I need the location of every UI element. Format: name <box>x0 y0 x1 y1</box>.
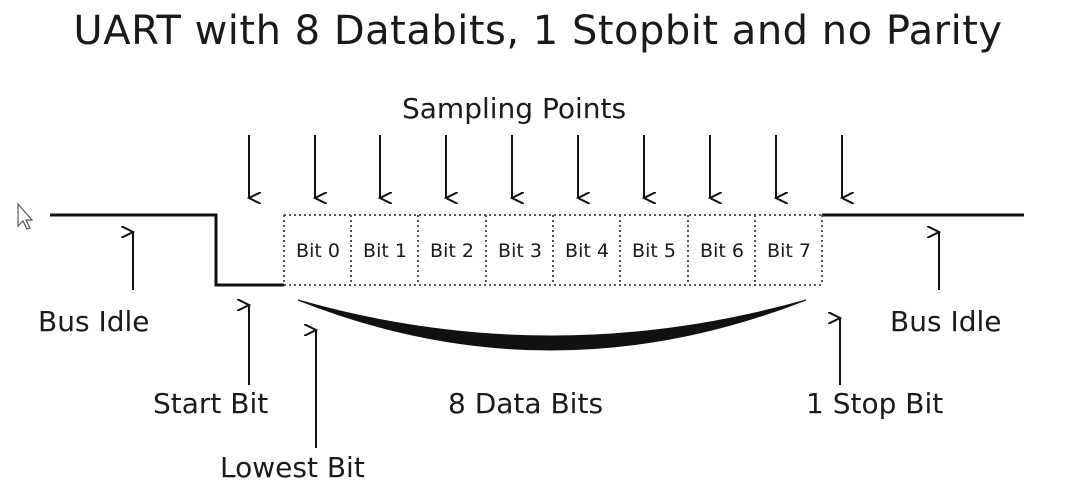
bit-label: Bit 4 <box>565 240 609 262</box>
bit-label: Bit 0 <box>296 240 340 262</box>
start-bit-label: Start Bit <box>153 387 269 420</box>
bus-idle-left-label: Bus Idle <box>38 305 150 338</box>
data-bits-brace <box>297 299 807 351</box>
mouse-pointer-icon <box>17 202 34 230</box>
bit-label: Bit 1 <box>363 240 407 262</box>
stop-bit-label: 1 Stop Bit <box>806 387 944 420</box>
lowest-bit-label: Lowest Bit <box>220 451 365 484</box>
data-bits-frame <box>283 214 823 286</box>
sampling-points-label: Sampling Points <box>402 92 627 125</box>
diagram-title: UART with 8 Databits, 1 Stopbit and no P… <box>73 8 1003 54</box>
bit-label: Bit 3 <box>498 240 542 262</box>
data-bits-label: 8 Data Bits <box>448 387 604 420</box>
bit-label: Bit 2 <box>430 240 474 262</box>
bit-label: Bit 6 <box>700 240 744 262</box>
signal-line <box>50 213 284 287</box>
bit-label: Bit 5 <box>632 240 676 262</box>
bit-label: Bit 7 <box>767 240 811 262</box>
bus-idle-right-label: Bus Idle <box>890 305 1002 338</box>
sampling-arrows <box>249 135 842 198</box>
